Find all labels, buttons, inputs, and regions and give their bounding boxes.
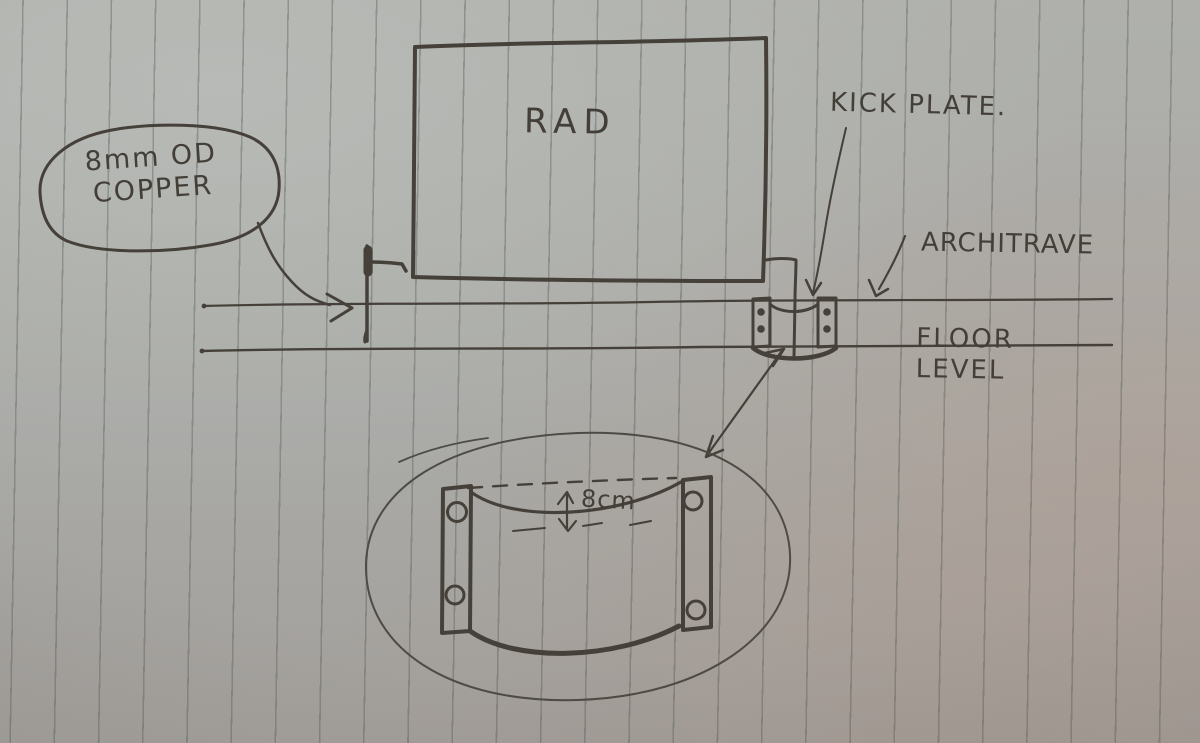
callout-arrowhead-bottom-icon [704,434,725,459]
screw-dot [757,308,765,316]
radiator-outline [411,36,769,283]
pipe-drop-right [764,257,798,359]
detail-datum-ticks [512,520,652,532]
kick-plate-pointer-arrow [804,127,847,297]
kick-plate-left-bracket [751,296,772,349]
screw-dot [823,308,831,316]
plate-hole [446,501,468,523]
dimension-arrowhead-up-icon [556,490,575,506]
plate-hole [444,584,466,606]
plate-hole [685,599,707,621]
bubble-leader-line [256,221,332,307]
detail-pipe-sag-bottom [467,623,682,656]
detail-callout-arrow [704,347,786,459]
callout-arrowhead-top-icon [763,347,786,368]
dimension-arrowhead-down-icon [557,517,578,533]
plate-hole [682,490,704,512]
speech-bubble [38,123,354,323]
radiator-valve-left [363,244,408,344]
bubble-arrowhead-icon [325,292,354,323]
kick-plate-front-view [750,296,839,361]
floor-level-line [199,343,1114,354]
screw-dot [757,325,765,333]
detail-right-plate [681,475,713,632]
dimension-arrow [556,490,578,533]
architrave-line [201,297,1114,309]
detail-pipe-sag-top [469,480,683,515]
detail-bubble [364,431,792,702]
kick-plate-arrowhead-icon [804,278,823,297]
architrave-arrowhead-icon [867,278,890,298]
architrave-pointer-arrow [867,234,907,298]
pipe-dip-bottom [750,345,839,361]
screw-dot [823,325,831,333]
pipe-dip-top [768,302,820,313]
detail-datum-dashed-line [466,476,678,490]
